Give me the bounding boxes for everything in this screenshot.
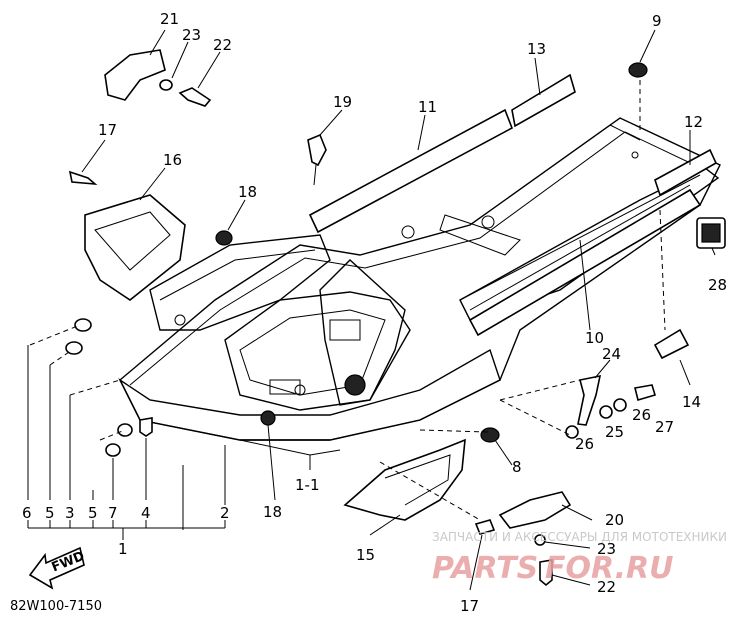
part-10-stripe (468, 188, 702, 337)
frame-body (118, 117, 721, 456)
part-9-cap (628, 62, 648, 78)
watermark-caption: ЗАПЧАСТИ И АКСЕССУАРЫ ДЛЯ МОТОТЕХНИКИ (432, 530, 727, 544)
callout-2: 2 (220, 504, 230, 522)
callout-8: 8 (512, 458, 522, 476)
callout-5b: 5 (88, 504, 98, 522)
fwd-arrow-icon (28, 546, 85, 590)
part-25-washer (599, 405, 613, 419)
callout-23: 23 (182, 26, 201, 44)
callout-16: 16 (163, 151, 182, 169)
fwd-arrow: FWD (28, 546, 87, 590)
leader-lines (27, 29, 716, 591)
watermark: ЗАПЧАСТИ И АКСЕССУАРЫ ДЛЯ МОТОТЕХНИКИ PA… (432, 530, 727, 586)
part-13-stripe (511, 73, 576, 128)
part-20-bracket (498, 491, 572, 529)
watermark-brand-right: FOR.RU (545, 551, 674, 586)
callout-15: 15 (356, 546, 375, 564)
part-26-washer-b (565, 425, 579, 439)
part-24-lever (577, 374, 602, 426)
part-4-bolt (139, 417, 153, 437)
part-19-fastener (307, 133, 327, 167)
callout-14: 14 (682, 393, 701, 411)
part-18-damper-b (260, 410, 276, 426)
callout-23b: 23 (597, 540, 616, 558)
callout-7: 7 (108, 504, 118, 522)
part-5-damper-b (117, 423, 133, 437)
callout-6: 6 (22, 504, 32, 522)
callout-5a: 5 (45, 504, 55, 522)
callout-10: 10 (585, 329, 604, 347)
callout-20: 20 (605, 511, 624, 529)
callout-26a: 26 (632, 406, 651, 424)
callout-1-1: 1-1 (295, 476, 320, 494)
part-17-bolt (68, 170, 98, 186)
part-5-damper (65, 341, 83, 355)
part-18-damper (215, 230, 233, 246)
callout-11: 11 (418, 98, 437, 116)
part-23-washer (159, 79, 173, 91)
part-22-screw-b (539, 559, 553, 587)
part-11-stripe (308, 108, 514, 234)
callout-27: 27 (655, 418, 674, 436)
part-8-grommet (480, 427, 500, 443)
callout-26b: 26 (575, 435, 594, 453)
part-14-plate (653, 328, 690, 360)
callout-25: 25 (605, 423, 624, 441)
part-12-emblem (654, 148, 718, 197)
callout-17: 17 (98, 121, 117, 139)
callout-19: 19 (333, 93, 352, 111)
callout-22: 22 (213, 36, 232, 54)
callout-21: 21 (160, 10, 179, 28)
callout-17b: 17 (460, 597, 479, 615)
small-parts (65, 49, 726, 587)
callout-24: 24 (602, 345, 621, 363)
callout-9: 9 (652, 12, 662, 30)
callout-22b: 22 (597, 578, 616, 596)
callout-28: 28 (708, 276, 727, 294)
part-23-washer-b (534, 534, 546, 546)
callout-4: 4 (141, 504, 151, 522)
callout-13: 13 (527, 40, 546, 58)
part-22-screw (178, 87, 212, 107)
part-21-bracket (104, 49, 166, 101)
callout-labels: 21 23 22 17 16 18 19 11 13 9 12 28 14 10… (22, 10, 727, 615)
diagram-code: 82W100-7150 (10, 599, 102, 614)
callout-1: 1 (118, 540, 128, 558)
watermark-brand-left: PARTS (432, 551, 538, 586)
callout-12: 12 (684, 113, 703, 131)
stripe-parts (308, 73, 718, 337)
part-26-washer (613, 398, 627, 412)
callout-18: 18 (238, 183, 257, 201)
part-6-damper (74, 318, 92, 332)
callout-3: 3 (65, 504, 75, 522)
part-15-cover (343, 438, 466, 521)
callout-18b: 18 (263, 503, 282, 521)
part-16-cover (84, 194, 186, 301)
part-17-bolt-b (474, 519, 496, 535)
part-7-damper (105, 443, 121, 457)
part-27-bolt (634, 384, 656, 402)
